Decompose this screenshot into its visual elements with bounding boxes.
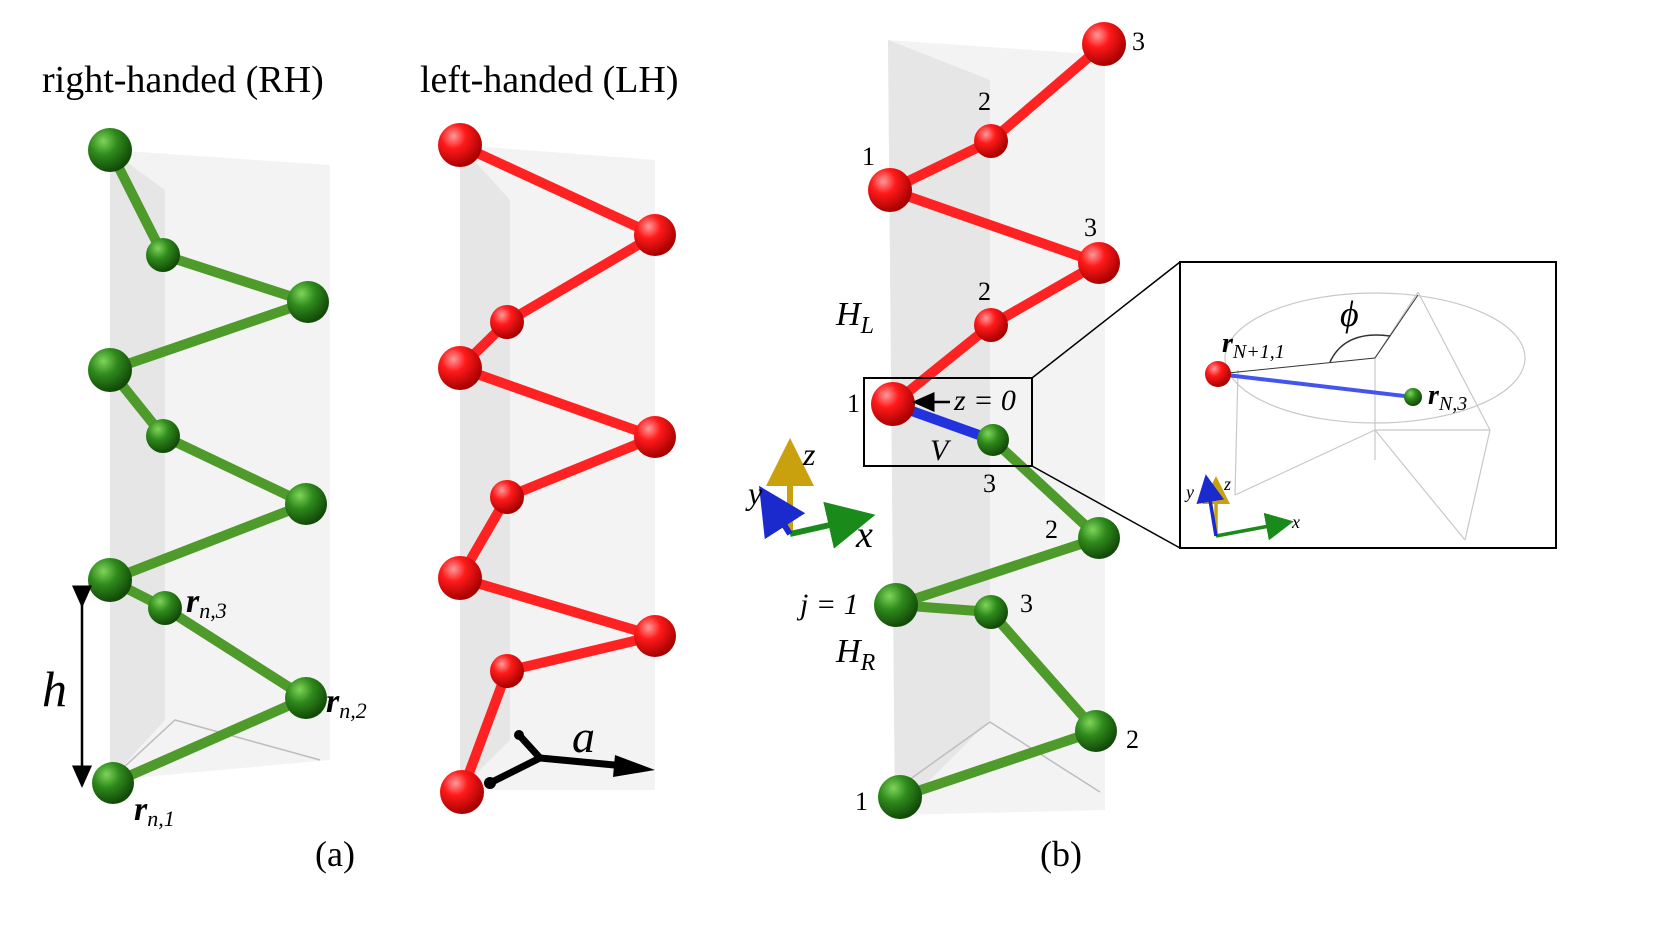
- rh-atoms: [88, 128, 329, 804]
- rh-title: right-handed (RH): [42, 59, 324, 101]
- lh-title: left-handed (LH): [420, 59, 679, 101]
- site-label: 3: [1020, 589, 1033, 618]
- lh-atom-4: [438, 346, 482, 390]
- rh-bonds: [97, 145, 324, 788]
- inset-axis-z-label: z: [1223, 474, 1231, 494]
- site-label: 2: [1045, 515, 1058, 544]
- a-label: a: [572, 711, 595, 762]
- lh-atom-6: [490, 480, 524, 514]
- inset-frame: [1179, 261, 1557, 549]
- b-axes: z y x: [745, 436, 876, 556]
- site-label: 3: [1084, 213, 1097, 242]
- inset-red-atom: [1205, 361, 1231, 387]
- r-n1-label: rn,1: [134, 791, 175, 831]
- r-N11-label: rN+1,1: [1222, 328, 1285, 363]
- inset-axis-y-label: y: [1184, 482, 1194, 502]
- h-label: h: [42, 661, 67, 717]
- panel-a-label: (a): [315, 834, 355, 874]
- b-green-atom-2: [1078, 517, 1120, 559]
- inset-green-atom: [1404, 388, 1422, 406]
- b-green-atom-6: [878, 775, 922, 819]
- inset-axis-x-label: x: [1291, 512, 1300, 532]
- site-label: 2: [978, 277, 991, 306]
- hr-label: HR: [835, 633, 876, 676]
- axis-z-label: z: [802, 436, 816, 472]
- rh-atom-6: [285, 483, 327, 525]
- lh-atom-10: [440, 770, 484, 814]
- z0-label: z = 0: [953, 384, 1016, 417]
- inset-v-bond: [1217, 372, 1414, 399]
- zoom-box: [863, 377, 1033, 467]
- b-red-atom-5: [974, 308, 1008, 342]
- b-green-atom-1: [977, 424, 1009, 456]
- r-n3-label: rn,3: [186, 583, 227, 623]
- lh-atom-3: [490, 305, 524, 339]
- inset: ϕ rN+1,1 rN,3 z y x: [1179, 261, 1557, 549]
- lh-atom-5: [634, 416, 676, 458]
- rh-atom-10: [92, 762, 134, 804]
- site-label: 2: [1126, 725, 1139, 754]
- phi-arc: [1329, 334, 1391, 363]
- lh-bonds: [450, 140, 675, 797]
- v-label: V: [930, 434, 952, 467]
- rh-atom-8: [148, 591, 182, 625]
- rh-atom-3: [287, 281, 329, 323]
- r-N3-label: rN,3: [1428, 380, 1467, 415]
- rh-atom-9: [285, 677, 327, 719]
- axis-x-label: x: [855, 514, 873, 556]
- a-vectors: [484, 730, 655, 789]
- inset-wireframe: [1224, 291, 1526, 541]
- rh-helix: [72, 128, 330, 804]
- hl-label: HL: [835, 296, 874, 339]
- b-site-labels: 3 2 1 3 2 1 3 2 3 2 1: [847, 27, 1145, 816]
- b-green-atom-3: [874, 583, 918, 627]
- inset-axes: z y x: [1184, 474, 1300, 541]
- b-red-atom-3: [868, 168, 912, 212]
- site-label: 2: [978, 87, 991, 116]
- r-n2-label: rn,2: [326, 683, 367, 723]
- site-label: 3: [983, 469, 996, 498]
- lh-atom-9: [490, 654, 524, 688]
- b-red-atom-1: [1082, 22, 1126, 66]
- j-eq-label: j = 1: [796, 588, 859, 621]
- rh-atom-2: [146, 238, 180, 272]
- phi-label: ϕ: [1340, 294, 1359, 334]
- lh-atoms: [438, 123, 676, 814]
- b-green-atoms: [874, 424, 1120, 819]
- lh-atom-2: [634, 214, 676, 256]
- lh-prism: [460, 145, 655, 790]
- b-red-atom-2: [974, 124, 1008, 158]
- b-green-atom-5: [1075, 710, 1117, 752]
- b-red-atoms: [868, 22, 1126, 426]
- rh-atom-1: [88, 128, 132, 172]
- rh-atom-5: [146, 419, 180, 453]
- b-green-bonds: [894, 435, 1109, 802]
- lh-atom-8: [634, 615, 676, 657]
- inset-radius-top: [1374, 294, 1419, 359]
- combined-helix: [863, 22, 1181, 819]
- lh-helix: [438, 123, 676, 814]
- b-red-atom-4: [1078, 242, 1120, 284]
- site-label: 1: [847, 389, 860, 418]
- site-label: 1: [855, 787, 868, 816]
- lh-atom-7: [438, 556, 482, 600]
- lh-atom-1: [438, 123, 482, 167]
- site-label: 1: [862, 142, 875, 171]
- rh-atom-4: [88, 348, 132, 392]
- site-label: 3: [1132, 27, 1145, 56]
- rh-atom-7: [88, 558, 132, 602]
- axis-y-label: y: [745, 475, 763, 511]
- b-red-bonds: [876, 39, 1111, 409]
- panel-b-label: (b): [1040, 834, 1082, 874]
- inset-radius-red: [1217, 357, 1376, 375]
- b-green-atom-4: [974, 595, 1008, 629]
- b-red-atom-6: [871, 382, 915, 426]
